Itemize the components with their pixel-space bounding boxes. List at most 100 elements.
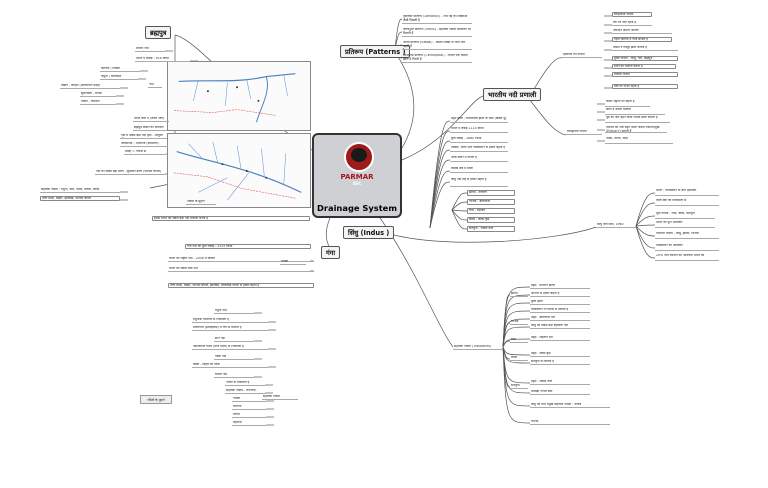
system-leaf[interactable]: पूर्व की ओर बहने वाली नदियाँ डेल्टा बनात…: [605, 116, 670, 123]
indus-lower-tributary[interactable]: उद्गम - ब्यास कुंड: [530, 352, 590, 357]
indus-fact[interactable]: उद्गम स्थल - मानसरोवर झील के पास (बोखर च…: [450, 117, 508, 123]
left-leaf[interactable]: उत्तर प्रदेश, बिहार, पश्चिम बंगाल, झारखं…: [168, 283, 314, 288]
indus-lower-tributary[interactable]: सिंधु की सबसे बड़ी सहायक नदी: [530, 324, 590, 329]
left-leaf[interactable]: गंडक नदी: [214, 355, 254, 360]
left-leaf[interactable]: कोसी - बिहार का शोक: [192, 363, 268, 368]
left-leaf[interactable]: उत्तर प्रदेश, बिहार, झारखंड, पश्चिम बंगा…: [40, 196, 120, 201]
system-leaf[interactable]: वर्ष भर जल रहता है: [612, 21, 652, 26]
indus-lower-tributary[interactable]: उद्गम - बारालाचा दर्रा: [530, 316, 590, 321]
label-note[interactable]: नदियों के मुहाने: [186, 200, 216, 205]
system-leaf[interactable]: डेल्टा का निर्माण करती हैं: [612, 64, 676, 69]
left-leaf[interactable]: प्रवाह = गंगोत्री से: [124, 150, 166, 155]
indus-treaty-leaf[interactable]: 20% जल उपयोग का अधिकार भारत को: [655, 254, 719, 261]
indus-fact[interactable]: सिंधु नदी लेह से होकर बहती है: [450, 178, 508, 187]
indus-tributary[interactable]: रावी - रोहतांग: [467, 208, 515, 214]
pattern-leaf[interactable]: वृक्षाकार प्रतिरूप (Dendritic) - नदी पेड…: [402, 15, 472, 24]
left-leaf[interactable]: भारत बारा में (उत्तरी भाग): [133, 117, 169, 122]
topic-ganga[interactable]: गंगा: [321, 246, 341, 259]
system-leaf[interactable]: बारहमासी नदियाँ: [612, 12, 652, 17]
left-leaf[interactable]: यमुना नदी: [214, 309, 254, 314]
topic-patterns[interactable]: प्रतिरूप (Patterns ): [340, 45, 411, 58]
system-leaf[interactable]: गहरी घाटियाँ व गॉर्ज बनाती हैं: [612, 37, 672, 42]
indus-lower-tributary[interactable]: पाकिस्तान में चिनाब से मिलती है: [530, 308, 590, 313]
pattern-leaf[interactable]: अरीय प्रतिरूप (Radial) - केंद्रीय शिखर स…: [402, 41, 472, 50]
topic-brahmaputra[interactable]: ब्रह्मपुत्र: [145, 26, 172, 39]
indus-treaty-leaf[interactable]: भारत - पाकिस्तान के बीच हस्ताक्षर: [655, 189, 719, 196]
indus-fact[interactable]: लद्दाख क्षेत्र में प्रवेश: [450, 167, 508, 173]
left-leaf[interactable]: अमरकंटक पठार (मध्य प्रदेश) से निकलती है: [192, 345, 268, 350]
left-leaf[interactable]: अलकनंदा - भागीरथी (देवप्रयाग): [120, 142, 168, 147]
indus-lower-tributary[interactable]: पंचनद: [530, 420, 610, 425]
left-leaf[interactable]: शारदा: [232, 413, 266, 418]
system-leaf[interactable]: पश्चिम की ओर बहने वाली नदियाँ ज्वारनदमुख…: [605, 126, 667, 133]
system-leaf[interactable]: विसर्प व गोखुर झील बनाती हैं: [612, 46, 678, 51]
indus-tributary[interactable]: झेलम - वेरीनाग: [467, 190, 515, 196]
indus-lower-tributary[interactable]: श्रीनगर से होकर बहती है: [530, 292, 590, 297]
left-leaf[interactable]: यमुनोत्री ग्लेशियर से निकलती है: [192, 318, 268, 323]
system-leaf[interactable]: मौसमी नदियाँ: [612, 72, 678, 77]
left-leaf[interactable]: सहायक नदियाँ : यमुना, सोन, गंडक, घाघरा, …: [40, 188, 120, 193]
pattern-leaf[interactable]: अभिकेंद्री प्रतिरूप (Centripetal) - नदिय…: [402, 54, 472, 63]
indus-tributary[interactable]: चिनाब - बारालाचा: [467, 199, 515, 205]
label-names[interactable]: नाम: [148, 83, 162, 88]
left-leaf[interactable]: सुबनसिरी - मानस: [80, 92, 116, 97]
indus-lower-tributary[interactable]: सतलुज से मिलती है: [530, 360, 590, 365]
label-ganga-tributaries[interactable]: सहायक नदियाँ: [262, 395, 298, 400]
system-leaf[interactable]: कठोर चट्टानों पर बहती हैं: [605, 100, 650, 107]
indus-treaty-leaf[interactable]: पश्चिमी नदियाँ - सिंधु, झेलम, चिनाब: [655, 232, 719, 239]
system-leaf[interactable]: नर्मदा, ताप्ती, माही: [605, 137, 673, 144]
indus-fact[interactable]: तिब्बत, भारत और पाकिस्तान से होकर बहती ह…: [450, 146, 508, 152]
left-leaf[interactable]: भारत की राष्ट्रीय नदी - 2008 में घोषित: [168, 257, 314, 262]
left-leaf[interactable]: गोमती: [232, 397, 266, 402]
indus-treaty-leaf[interactable]: पूर्वी नदियाँ - रावी, ब्यास, सतलुज: [655, 212, 715, 219]
indus-treaty-leaf[interactable]: पाकिस्तान को अधिकार: [655, 244, 719, 251]
label-indus-treaty[interactable]: सिंधु जल संधि, 1960: [596, 223, 636, 228]
indus-fact[interactable]: भारत में लंबाई 1114 किमी: [450, 127, 508, 133]
left-leaf[interactable]: प्राचीन नाम: [135, 47, 165, 52]
left-leaf[interactable]: भारत में लंबाई : 916 किमी: [135, 57, 190, 62]
left-leaf[interactable]: सहायक नदियाँ - करनाली, शारदा: [225, 389, 265, 394]
left-leaf[interactable]: जमुना / बांग्लादेश: [100, 75, 138, 80]
system-leaf[interactable]: मुख्य नदियाँ - सिंधु, गंगा, ब्रह्मपुत्र: [612, 56, 678, 61]
indus-lower-tributary[interactable]: उद्गम - रोहतांग दर्रा: [530, 336, 590, 341]
indus-lower-tributary[interactable]: सतलुज: [510, 384, 528, 389]
indus-treaty-leaf[interactable]: भारत को पूर्ण अधिकार: [655, 221, 715, 228]
indus-fact[interactable]: अरब सागर में गिरती है: [450, 156, 508, 162]
left-leaf[interactable]: घाघरा नदी: [214, 373, 254, 378]
indus-lower-tributary[interactable]: झेलम: [510, 292, 528, 297]
system-leaf[interactable]: अपरदन क्षमता अधिक: [612, 29, 672, 34]
system-leaf[interactable]: वर्षा पर निर्भर रहती हैं: [612, 84, 678, 89]
left-leaf[interactable]: भारत की सबसे लंबी नदी: [168, 267, 314, 272]
left-leaf[interactable]: त्सांगपो / तिब्बत: [100, 67, 140, 72]
pattern-leaf[interactable]: जालीनुमा प्रतिरूप (Trellis) - सहायक नदिय…: [402, 28, 472, 37]
label-peninsular[interactable]: प्रायद्वीपीय नदियाँ: [566, 130, 602, 135]
label-himalayan[interactable]: हिमालय की नदियाँ: [562, 53, 602, 58]
indus-fact[interactable]: कुल लंबाई - 2880 किमी: [450, 137, 508, 143]
system-leaf[interactable]: छोटी व उथली घाटियाँ: [605, 108, 665, 115]
left-leaf[interactable]: तिस्ता - धनसिरी: [80, 100, 116, 105]
indus-lower-tributary[interactable]: वुलर झील: [530, 300, 590, 305]
left-leaf[interactable]: गंगा नदी की कुल लंबाई - 2525 किमी: [185, 244, 311, 249]
left-leaf[interactable]: नदी का सबसे बड़ा डेल्टा - सुंदरबन डेल्टा…: [95, 170, 165, 175]
label-indus-tributaries[interactable]: सहायक नदियाँ (Tributaries): [453, 345, 503, 350]
indus-lower-tributary[interactable]: उद्गम - वेरीनाग झरना: [530, 284, 590, 289]
label-gangotri[interactable]: गंगोत्री: [280, 260, 306, 265]
topic-indus[interactable]: सिंधु (Indus ): [343, 226, 395, 239]
left-leaf[interactable]: प्रयागराज (इलाहाबाद) में गंगा से मिलती ह…: [192, 326, 268, 331]
left-leaf[interactable]: नेपाल से निकलती है: [225, 381, 265, 386]
indus-lower-tributary[interactable]: भाखड़ा नांगल बाँध: [530, 390, 590, 395]
indus-tributary[interactable]: सतलुज - राकस ताल: [467, 226, 515, 232]
left-leaf[interactable]: इससे भारत की सबसे बड़ी नदी प्रणाली बनती …: [152, 216, 310, 221]
indus-lower-tributary[interactable]: सिंधु की पाँच प्रमुख सहायक नदियाँ - पंजा…: [530, 403, 610, 408]
indus-lower-tributary[interactable]: उद्गम - राकस ताल: [530, 380, 590, 385]
indus-lower-tributary[interactable]: रावी: [510, 338, 528, 343]
left-leaf[interactable]: ब्रह्मपुत्र बेसिन का क्षेत्रफल: [133, 126, 167, 131]
indus-lower-tributary[interactable]: चिनाब: [510, 320, 528, 325]
left-leaf[interactable]: महानंदा: [232, 421, 266, 426]
indus-treaty-leaf[interactable]: विश्व बैंक की मध्यस्थता से: [655, 199, 719, 206]
left-leaf[interactable]: सोन नदी: [214, 337, 254, 342]
topic-indian-river-system[interactable]: भारतीय नदी प्रणाली: [483, 88, 542, 101]
left-leaf[interactable]: रामगंगा: [232, 405, 266, 410]
left-leaf[interactable]: दिबांग - लोहित (अरुणाचल प्रदेश): [60, 84, 120, 89]
indus-lower-tributary[interactable]: ब्यास: [510, 356, 528, 361]
